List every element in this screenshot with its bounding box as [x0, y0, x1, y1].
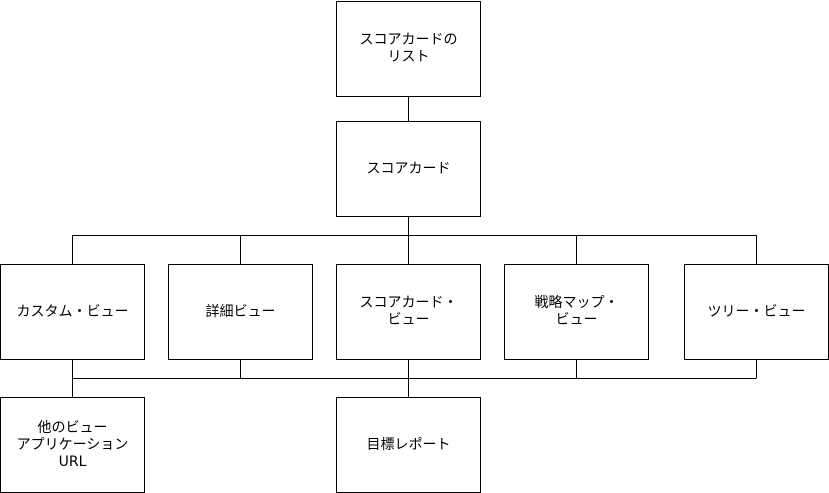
node-strategy-map-view-label: 戦略マップ・ ビュー — [534, 295, 619, 328]
node-detail-view: 詳細ビュー — [168, 264, 313, 360]
node-tree-view: ツリー・ビュー — [684, 264, 829, 360]
node-scorecard-list: スコアカードの リスト — [336, 1, 481, 97]
node-tree-view-label: ツリー・ビュー — [707, 303, 806, 320]
node-custom-view-label: カスタム・ビュー — [16, 303, 129, 320]
node-custom-view: カスタム・ビュー — [0, 264, 145, 360]
node-scorecard-view-label: スコアカード・ ビュー — [359, 295, 458, 328]
node-scorecard-list-label: スコアカードの リスト — [359, 32, 458, 65]
node-other-view-app-url-label: 他のビュー アプリケーション URL — [16, 419, 129, 470]
node-scorecard-label: スコアカード — [366, 160, 451, 177]
node-scorecard: スコアカード — [336, 121, 481, 217]
node-detail-view-label: 詳細ビュー — [205, 303, 276, 320]
node-strategy-map-view: 戦略マップ・ ビュー — [504, 264, 649, 360]
node-scorecard-view: スコアカード・ ビュー — [336, 264, 481, 360]
node-other-view-app-url: 他のビュー アプリケーション URL — [0, 397, 145, 493]
node-goal-report-label: 目標レポート — [366, 436, 451, 453]
node-goal-report: 目標レポート — [336, 397, 481, 493]
